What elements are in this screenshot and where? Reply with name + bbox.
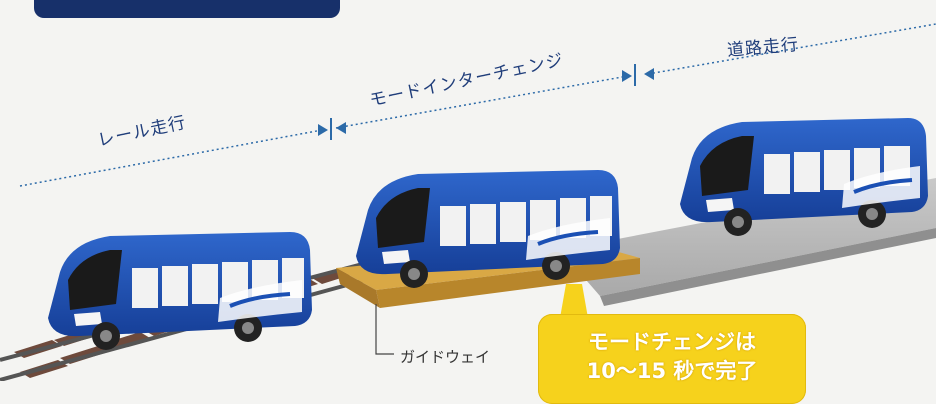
road-edge xyxy=(600,228,936,306)
title-tab xyxy=(34,0,340,18)
bus-road xyxy=(680,118,928,236)
callout-pointer xyxy=(560,284,588,318)
callout-line-1: モードチェンジは xyxy=(588,330,756,354)
bus-rail xyxy=(48,232,312,350)
section-lines xyxy=(19,23,936,187)
guideway-pointer xyxy=(375,304,394,355)
label-guideway: ガイドウェイ xyxy=(400,348,491,366)
bus-mode-interchange xyxy=(356,170,620,288)
scene-illustration xyxy=(0,23,936,381)
callout-line-2: 10〜15 秒で完了 xyxy=(586,359,758,383)
mode-change-callout: モードチェンジは 10〜15 秒で完了 xyxy=(538,314,806,404)
section-arrows xyxy=(318,64,654,140)
